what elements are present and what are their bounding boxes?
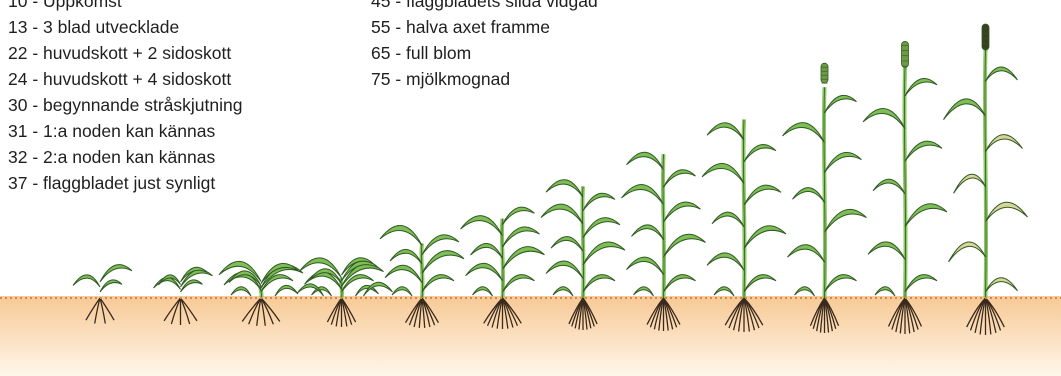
leaf	[873, 179, 905, 194]
leaf	[546, 261, 583, 278]
legend-item-10: 10 - Uppkomst	[8, 0, 242, 14]
leaf	[744, 275, 776, 292]
leaf	[583, 242, 625, 265]
leaf	[954, 174, 986, 193]
leaf	[422, 251, 464, 274]
leaf	[825, 95, 857, 112]
leaf	[583, 275, 615, 292]
plant-stage-55	[783, 63, 867, 333]
leaf	[473, 287, 493, 296]
leaf	[461, 216, 503, 236]
leaf	[503, 207, 535, 224]
leaf	[707, 253, 744, 270]
leaf	[503, 247, 545, 270]
leaf	[471, 244, 503, 259]
leaf	[944, 99, 986, 120]
leaf	[466, 263, 503, 280]
leaf	[744, 144, 776, 161]
leaf	[905, 79, 937, 96]
legend-item-31: 31 - 1:a noden kan kännas	[8, 118, 242, 144]
legend-item-13: 13 - 3 blad utvecklade	[8, 14, 242, 40]
legend-left: 10 - Uppkomst 13 - 3 blad utvecklade 22 …	[8, 0, 242, 196]
leaf	[632, 225, 664, 240]
leaf	[541, 204, 583, 224]
leaf	[788, 245, 825, 262]
leaf	[551, 237, 583, 252]
legend-item-30: 30 - begynnande stråskjutning	[8, 92, 242, 118]
leaf	[868, 242, 905, 259]
legend-item-22: 22 - huvudskott + 2 sidoskott	[8, 40, 242, 66]
leaf	[949, 242, 986, 262]
leaf	[986, 67, 1018, 81]
leaf	[702, 163, 744, 183]
leaf	[714, 287, 734, 296]
leaf	[73, 275, 100, 287]
leaf	[986, 202, 1028, 222]
leaf	[664, 275, 696, 292]
leaf	[503, 275, 535, 292]
legend-right: 45 - flaggbladets slida vidgad 55 - halv…	[371, 0, 598, 92]
leaf	[298, 284, 324, 296]
legend-item-65: 65 - full blom	[371, 40, 598, 66]
leaf	[793, 188, 825, 203]
leaf	[905, 275, 937, 292]
leaf	[622, 185, 664, 205]
leaf	[712, 212, 744, 227]
leaf	[905, 141, 942, 161]
leaf	[583, 193, 615, 210]
leaf	[875, 287, 895, 296]
leaf	[744, 185, 781, 205]
leaf	[707, 123, 744, 140]
leaf	[390, 249, 422, 264]
leaf	[553, 287, 573, 296]
leaf	[825, 275, 857, 292]
legend-item-32: 32 - 2:a noden kan kännas	[8, 144, 242, 170]
legend-item-55: 55 - halva axet framme	[371, 14, 598, 40]
leaf	[422, 275, 454, 292]
plant-stage-65	[863, 41, 947, 334]
legend-item-45: 45 - flaggbladets slida vidgad	[371, 0, 598, 14]
leaf	[627, 257, 664, 274]
plant-stage-75	[944, 24, 1028, 335]
seed-head	[821, 63, 828, 83]
legend-item-37: 37 - flaggbladet just synligt	[8, 170, 242, 196]
leaf	[825, 152, 862, 172]
leaf	[863, 109, 905, 129]
leaf	[385, 265, 422, 282]
leaf	[275, 285, 298, 296]
leaf	[231, 287, 251, 296]
legend-item-75: 75 - mjölkmognad	[371, 66, 598, 92]
leaf	[825, 209, 867, 232]
leaf	[392, 287, 412, 296]
leaf	[546, 180, 583, 197]
leaf	[100, 265, 132, 282]
leaf	[986, 135, 1023, 152]
legend-item-24: 24 - huvudskott + 4 sidoskott	[8, 66, 242, 92]
leaf	[664, 170, 696, 187]
leaf	[986, 278, 1018, 292]
leaf	[744, 226, 786, 249]
leaf	[783, 123, 825, 143]
leaf	[100, 280, 122, 292]
leaf	[664, 234, 706, 257]
leaf	[583, 218, 620, 238]
leaf	[795, 287, 815, 296]
leaf	[634, 287, 654, 296]
leaf	[905, 204, 947, 227]
leaf	[664, 202, 701, 222]
leaf	[627, 152, 664, 169]
leaf	[503, 227, 540, 247]
leaf	[380, 226, 422, 246]
